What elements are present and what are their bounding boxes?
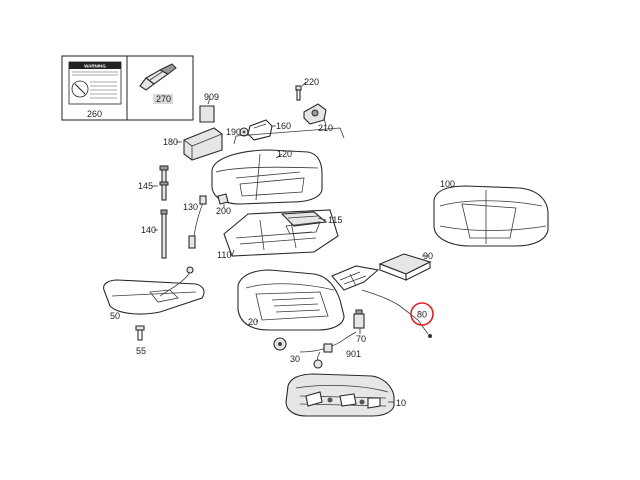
rail-bracket	[233, 127, 345, 145]
callout-210: 210	[318, 123, 333, 133]
warning-label: WARNING	[68, 61, 122, 105]
callout-30: 30	[290, 354, 300, 364]
bracket-part-160	[247, 119, 276, 141]
pad-part-115	[280, 211, 328, 235]
callout-labels: 220 909 180 190 160 210 120 100 145 130 …	[87, 77, 455, 408]
inset-panel: WARNING	[61, 55, 194, 121]
callout-20: 20	[248, 317, 258, 327]
callout-120: 120	[277, 149, 292, 159]
highlight-circle	[410, 302, 434, 326]
cable-part-130	[188, 195, 207, 249]
callout-50: 50	[110, 311, 120, 321]
bolt-part-220	[295, 81, 307, 101]
rod-part-140	[154, 209, 168, 259]
seat-cushion-part-20	[237, 269, 345, 331]
warning-heading: WARNING	[84, 64, 106, 69]
heater-mat-part-110	[223, 209, 339, 257]
callout-10: 10	[396, 398, 406, 408]
harness-part-901	[299, 331, 357, 369]
seat-cover-part-100	[433, 185, 549, 247]
screw-part-55	[135, 325, 145, 341]
connector-part-70	[353, 309, 365, 334]
callout-145: 145	[138, 181, 153, 191]
sensor-mat-part-80	[331, 265, 432, 338]
callout-90: 90	[423, 251, 433, 261]
fastener-part-30	[273, 337, 287, 351]
callout-190: 190	[226, 127, 241, 137]
mat-part-90	[378, 253, 432, 281]
callout-260: 260	[87, 109, 102, 119]
callout-909: 909	[204, 92, 219, 102]
airbag-plug-part-270	[139, 63, 177, 91]
clip-part-200	[217, 193, 229, 208]
callout-901: 901	[346, 349, 361, 359]
callout-130: 130	[183, 202, 198, 212]
highlight-callout-80: 80	[410, 302, 434, 326]
callout-220: 220	[304, 77, 319, 87]
rod-part-145	[152, 165, 169, 201]
module-part-180	[176, 127, 223, 161]
callout-115: 115	[328, 215, 342, 225]
clip-part-190	[239, 127, 249, 137]
callout-180: 180	[163, 137, 178, 147]
callout-100: 100	[440, 179, 455, 189]
callout-70: 70	[356, 334, 366, 344]
seat-cover-part-120	[211, 149, 323, 205]
bracket-part-210	[303, 103, 327, 127]
callout-110: 110	[217, 250, 231, 260]
adapter-part-909	[199, 97, 215, 123]
callout-80: 80	[417, 310, 427, 320]
callout-140: 140	[141, 225, 156, 235]
callout-55: 55	[136, 346, 146, 356]
side-trim-part-50	[103, 266, 205, 315]
seat-pan-part-10	[285, 373, 395, 417]
callout-200: 200	[216, 206, 231, 216]
callout-270: 270	[156, 94, 171, 104]
callout-160: 160	[276, 121, 291, 131]
